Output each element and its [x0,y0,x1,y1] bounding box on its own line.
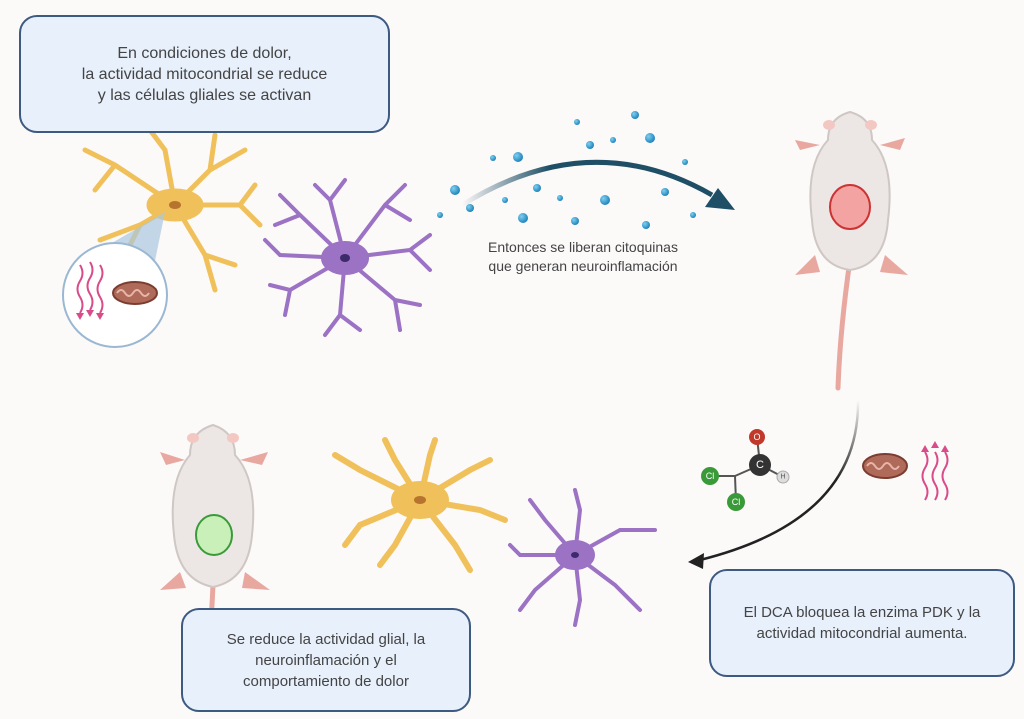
atom-cl2-label: Cl [732,497,741,507]
arrowhead-bottom [688,553,704,569]
atom-o-label: O [753,432,760,442]
dca-molecule [701,429,790,511]
curved-arrow-top [460,159,714,208]
mitochondria-increased [862,441,949,501]
info-box-outcome: Se reduce la actividad glial, la neuroin… [181,608,471,712]
atom-h-label: H [780,474,785,481]
microglia-resting [508,488,657,627]
astrocyte-activated [82,127,263,293]
mitochondria-zoom-reduced [62,242,168,348]
astrocyte-resting [332,437,508,573]
info-box-pain-conditions: En condiciones de dolor, la actividad mi… [19,15,390,133]
curved-arrow-bottom [699,399,860,562]
mouse-healthy [160,423,270,698]
atom-c-label: C [756,459,764,471]
cytokine-particles [437,111,696,229]
arrowhead-top [705,188,735,210]
mouse-inflamed [795,110,908,391]
cytokine-caption: Entonces se liberan citoquinas que gener… [488,239,678,274]
atom-cl1-label: Cl [706,471,715,481]
info-box-dca-effect: El DCA bloquea la enzima PDK y la activi… [709,569,1015,677]
microglia-activated [263,178,432,337]
